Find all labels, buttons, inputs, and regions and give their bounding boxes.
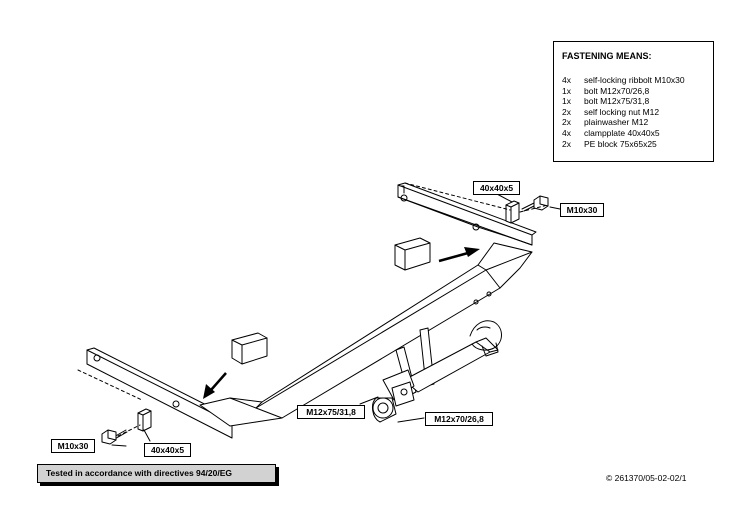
legend-item: 4x clampplate 40x40x5 — [562, 128, 685, 139]
clampplate-bottom — [137, 408, 152, 432]
legend-item: 4x self-locking ribbolt M10x30 — [562, 75, 685, 86]
cross-beam — [199, 242, 533, 427]
ribbolt-top-label: M10x30 — [560, 203, 604, 217]
legend-text: plainwasher M12 — [584, 117, 649, 128]
clampplate-bottom-label: 40x40x5 — [144, 443, 191, 457]
clampplate-top — [505, 200, 520, 224]
leader-lines — [111, 193, 561, 447]
bolt-m12x70-label: M12x70/26,8 — [425, 412, 493, 426]
legend-qty: 1x — [562, 96, 571, 107]
legend-qty: 2x — [562, 106, 571, 117]
legend-qty: 4x — [562, 127, 571, 138]
insert-arrow-top — [438, 247, 480, 263]
bolt-m12x75-label: M12x75/31,8 — [297, 405, 365, 419]
left-mounting-bracket — [86, 347, 237, 439]
pe-block-bottom — [231, 332, 268, 365]
copyright-code: © 261370/05-02-02/1 — [606, 473, 687, 483]
legend-list: 4x self-locking ribbolt M10x30 1x bolt M… — [562, 75, 685, 149]
tow-ball-assembly — [372, 320, 502, 423]
legend-item: 1x bolt M12x70/26,8 — [562, 86, 685, 97]
legend-item: 2x PE block 75x65x25 — [562, 139, 685, 150]
legend-text: self locking nut M12 — [584, 106, 660, 117]
legend-item: 2x self locking nut M12 — [562, 107, 685, 118]
legend-qty: 2x — [562, 138, 571, 149]
ribbolt-top — [521, 195, 549, 212]
insert-arrow-bottom — [203, 372, 227, 399]
right-mounting-bracket — [397, 182, 537, 246]
pe-block-top — [394, 237, 431, 271]
ribbolt-bottom — [101, 429, 128, 445]
legend-text: clampplate 40x40x5 — [584, 127, 660, 138]
legend-text: bolt M12x70/26,8 — [584, 85, 650, 96]
legend-title: FASTENING MEANS: — [562, 51, 652, 61]
fastening-means-legend: FASTENING MEANS: 4x self-locking ribbolt… — [553, 41, 714, 162]
ribbolt-bottom-label: M10x30 — [51, 439, 95, 453]
legend-qty: 2x — [562, 117, 571, 128]
test-directive-note: Tested in accordance with directives 94/… — [37, 464, 276, 483]
legend-item: 2x plainwasher M12 — [562, 117, 685, 128]
legend-text: bolt M12x75/31,8 — [584, 96, 650, 107]
alignment-lines — [77, 182, 549, 437]
legend-item: 1x bolt M12x75/31,8 — [562, 96, 685, 107]
legend-qty: 4x — [562, 75, 571, 85]
legend-text: PE block 75x65x25 — [584, 138, 657, 149]
clampplate-top-label: 40x40x5 — [473, 181, 520, 195]
legend-text: self-locking ribbolt M10x30 — [584, 75, 685, 85]
legend-qty: 1x — [562, 85, 571, 96]
